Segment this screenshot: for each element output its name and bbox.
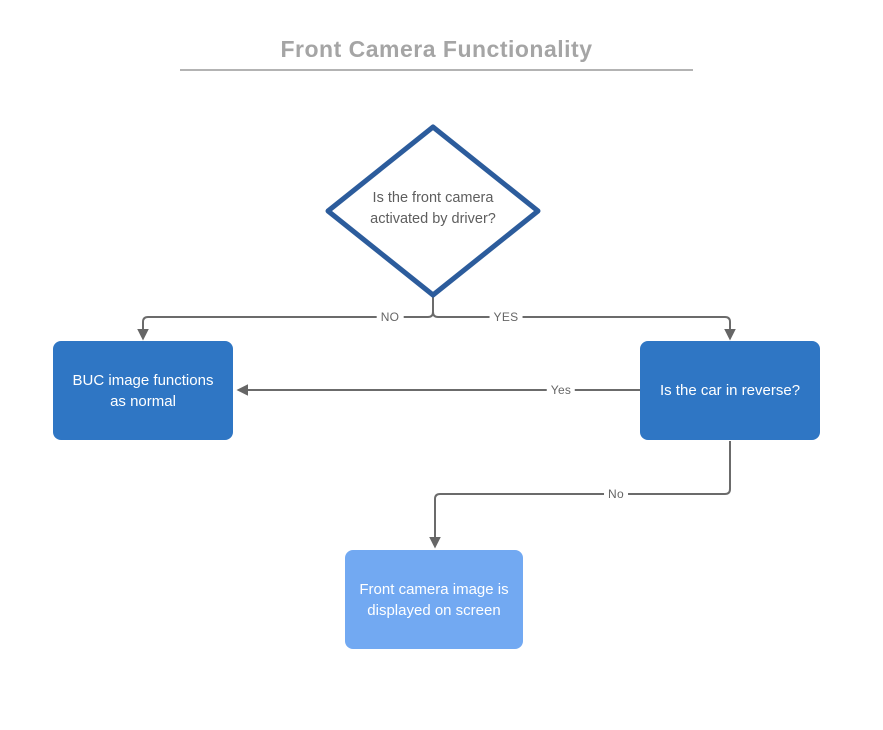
arrowhead-into-reverse-icon (724, 329, 736, 341)
edge-label-no-reverse: No (604, 486, 628, 502)
decision-diamond-shape (325, 124, 541, 298)
connector-yes-branch (432, 296, 731, 329)
arrowhead-into-buc-icon (137, 329, 149, 341)
buc-node-label: BUC image functions as normal (72, 371, 214, 410)
buc-node: BUC image functions as normal (53, 341, 233, 440)
edge-label-yes-reverse: Yes (546, 382, 576, 398)
front-camera-node-label: Front camera image is displayed on scree… (359, 580, 509, 619)
edge-label-no-branch: NO (376, 309, 404, 325)
edge-label-yes-branch: YES (489, 309, 523, 325)
connector-no-reverse (434, 441, 731, 537)
reverse-node-label: Is the car in reverse? (659, 382, 801, 399)
arrowhead-group (137, 329, 736, 549)
arrowhead-into-front-icon (429, 537, 441, 549)
reverse-node: Is the car in reverse? (640, 341, 820, 440)
arrowhead-yes-left-icon (236, 384, 248, 396)
decision-node-label: Is the front camera activated by driver? (370, 190, 496, 227)
front-camera-node: Front camera image is displayed on scree… (345, 550, 523, 649)
page-title: Front Camera Functionality (280, 36, 593, 62)
title-block: Front Camera Functionality (180, 36, 693, 71)
